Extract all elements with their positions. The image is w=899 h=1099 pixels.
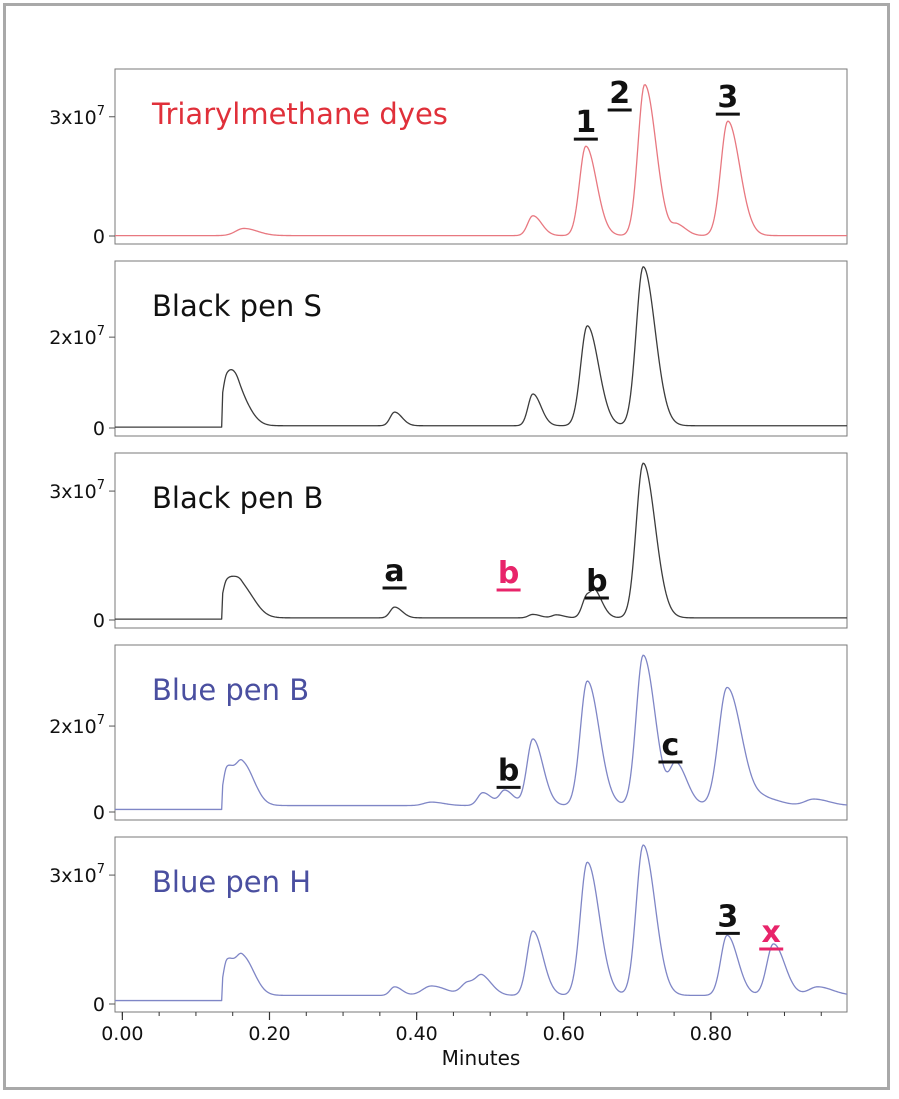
panel-title: Blue pen B — [152, 673, 309, 707]
y-tick-label: 2x107 — [49, 324, 105, 349]
y-tick-label: 0 — [93, 802, 105, 824]
peak-label: a — [384, 554, 404, 589]
series-trace — [115, 844, 848, 1002]
peak-label: b — [498, 753, 519, 788]
series-trace — [115, 654, 848, 811]
series-trace — [115, 462, 847, 620]
peak-label: 2 — [609, 76, 630, 111]
y-tick-label: 0 — [93, 994, 105, 1016]
y-tick-label: 3x107 — [49, 478, 105, 503]
plot-area — [114, 836, 848, 1013]
plot-area — [114, 260, 848, 437]
y-tick-label: 0 — [93, 226, 105, 248]
panel-2: 0 2x107 Black pen S — [49, 260, 848, 440]
x-axis: 0.00 0.20 0.40 0.60 0.80 — [101, 1012, 822, 1045]
x-tick-label: 0.60 — [543, 1023, 585, 1045]
peak-label: 3 — [717, 899, 738, 934]
x-tick-label: 0.40 — [395, 1023, 437, 1045]
plot-area — [114, 68, 848, 245]
peak-label: c — [662, 728, 680, 763]
y-tick-label: 0 — [93, 418, 105, 440]
x-axis-label: Minutes — [442, 1046, 521, 1070]
x-tick-label: 0.80 — [690, 1023, 732, 1045]
panel-title: Black pen S — [152, 289, 322, 323]
panel-title: Triarylmethane dyes — [151, 97, 448, 131]
series-trace — [115, 84, 847, 237]
series-trace — [115, 266, 847, 428]
y-tick-label: 3x107 — [49, 104, 105, 129]
peak-label: b — [498, 556, 519, 591]
figure-frame — [3, 3, 890, 1090]
panel-3: 0 3x107 Black pen B a b b — [49, 452, 848, 632]
y-tick-label: 3x107 — [49, 862, 105, 887]
y-tick-label: 0 — [93, 610, 105, 632]
plot-area — [114, 644, 848, 821]
peak-label: 3 — [717, 80, 738, 115]
y-tick-label: 2x107 — [49, 713, 105, 738]
panel-title: Blue pen H — [152, 865, 311, 899]
panel-4: 0 2x107 Blue pen B b c — [49, 644, 848, 824]
panel-1: 0 3x107 Triarylmethane dyes 12 3 — [49, 68, 848, 248]
plot-area — [114, 452, 848, 629]
peak-label: x — [762, 915, 781, 950]
panel-title: Black pen B — [152, 481, 323, 515]
x-tick-label: 0.20 — [248, 1023, 290, 1045]
peak-label: b — [586, 564, 607, 599]
x-tick-label: 0.00 — [101, 1023, 143, 1045]
peak-label: 1 — [575, 105, 596, 140]
